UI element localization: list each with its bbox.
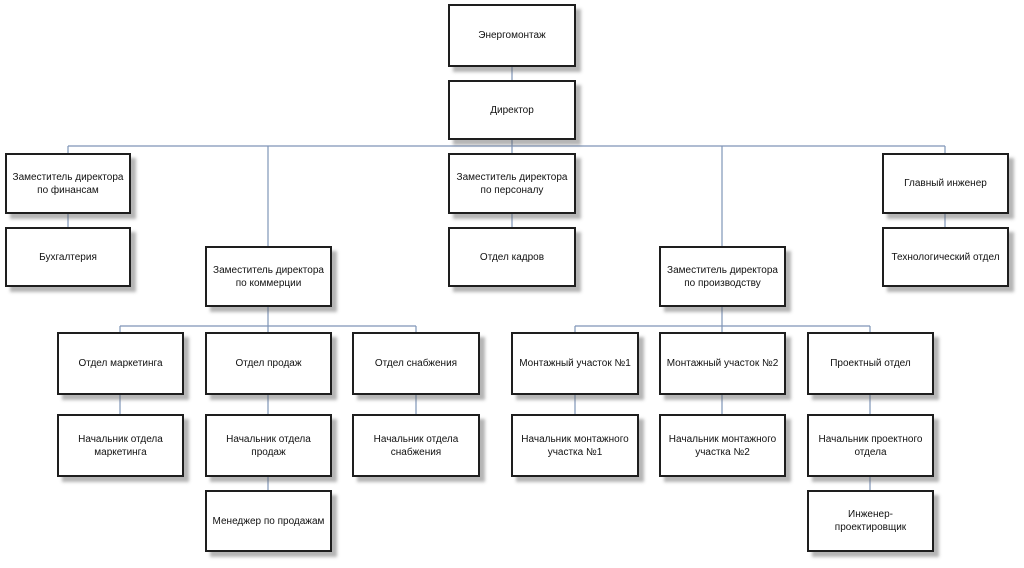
node-label: Бухгалтерия: [39, 251, 97, 263]
node-label: Энергомонтаж: [478, 30, 546, 41]
node-label: Менеджер по продажам: [212, 515, 325, 527]
node-label: Отдел кадров: [479, 251, 545, 263]
node-label: Начальник монтажного участка №2: [668, 433, 777, 458]
node-hr-deputy: Заместитель директора по персоналу: [448, 153, 576, 214]
node-design-head: Начальник проектного отдела: [807, 414, 934, 477]
node-label: Монтажный участок №2: [666, 358, 779, 369]
node-label: Начальник проектного отдела: [818, 433, 923, 458]
node-director: Директор: [448, 80, 576, 140]
node-label: Директор: [490, 104, 534, 116]
node-sales-department: Отдел продаж: [205, 332, 332, 395]
node-hr-department: Отдел кадров: [448, 227, 576, 287]
node-label: Заместитель директора по производству: [667, 264, 778, 289]
node-commerce-deputy: Заместитель директора по коммерции: [205, 246, 332, 307]
node-design-engineer: Инженер-проектировщик: [807, 490, 934, 552]
node-chief-engineer: Главный инженер: [882, 153, 1009, 214]
node-finance-deputy: Заместитель директора по финансам: [5, 153, 131, 214]
node-sales-manager: Менеджер по продажам: [205, 490, 332, 552]
node-marketing-department: Отдел маркетинга: [57, 332, 184, 395]
node-label: Начальник отдела продаж: [226, 433, 311, 458]
node-label: Заместитель директора по коммерции: [213, 264, 324, 289]
node-label: Начальник монтажного участка №1: [521, 433, 629, 458]
node-supply-head: Начальник отдела снабжения: [352, 414, 480, 477]
node-label: Отдел продаж: [235, 358, 302, 369]
node-assembly-site-2: Монтажный участок №2: [659, 332, 786, 395]
node-label: Начальник отдела маркетинга: [78, 433, 163, 458]
node-marketing-head: Начальник отдела маркетинга: [57, 414, 184, 477]
node-site-1-head: Начальник монтажного участка №1: [511, 414, 639, 477]
node-label: Монтажный участок №1: [519, 358, 631, 369]
node-label: Технологический отдел: [891, 251, 1000, 263]
node-label: Отдел маркетинга: [78, 358, 163, 369]
node-assembly-site-1: Монтажный участок №1: [511, 332, 639, 395]
node-label: Заместитель директора по персоналу: [456, 171, 568, 196]
node-design-department: Проектный отдел: [807, 332, 934, 395]
node-label: Инженер-проектировщик: [834, 509, 907, 533]
node-accounting: Бухгалтерия: [5, 227, 131, 287]
node-label: Проектный отдел: [830, 358, 911, 369]
node-label: Отдел снабжения: [374, 358, 458, 369]
node-label: Заместитель директора по финансам: [12, 171, 124, 196]
node-sales-head: Начальник отдела продаж: [205, 414, 332, 477]
node-production-deputy: Заместитель директора по производству: [659, 246, 786, 307]
node-tech-department: Технологический отдел: [882, 227, 1009, 287]
node-root: Энергомонтаж: [448, 4, 576, 67]
node-label: Главный инженер: [904, 178, 987, 189]
node-site-2-head: Начальник монтажного участка №2: [659, 414, 786, 477]
node-label: Начальник отдела снабжения: [373, 433, 459, 458]
node-supply-department: Отдел снабжения: [352, 332, 480, 395]
